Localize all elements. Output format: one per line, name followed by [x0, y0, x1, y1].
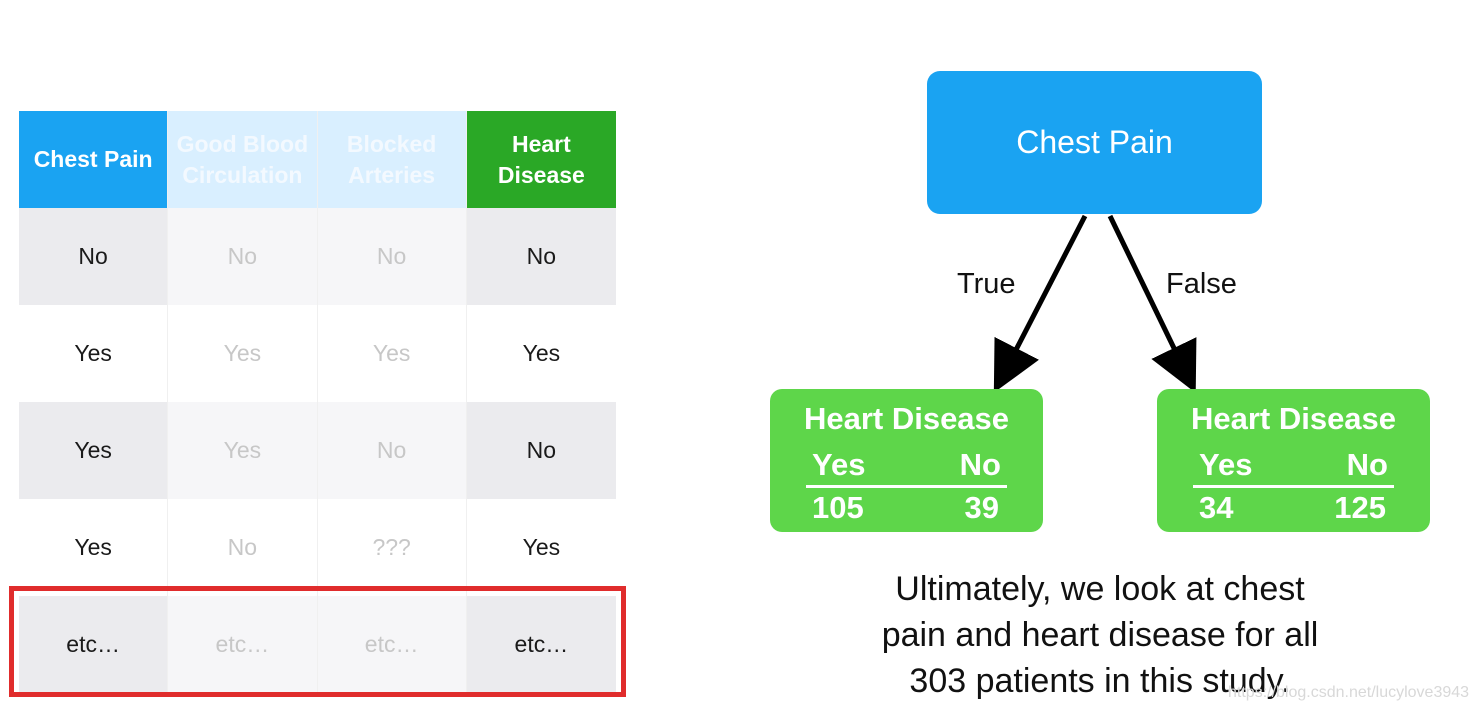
leaf-no-value: 125 — [1334, 490, 1386, 525]
edge-label-true: True — [957, 268, 1016, 300]
leaf-yes-value: 105 — [812, 490, 864, 525]
table-cell: Yes — [19, 499, 169, 596]
table-cell: etc… — [317, 596, 467, 693]
table-row: etc… etc… etc… etc… — [19, 596, 616, 693]
table-cell: Yes — [19, 402, 169, 499]
highlight-box — [9, 586, 626, 697]
table-header-row: Chest Pain Good Blood Circulation Blocke… — [19, 111, 616, 208]
data-table: Chest Pain Good Blood Circulation Blocke… — [19, 111, 616, 693]
table-cell: No — [168, 499, 318, 596]
leaf-no-label: No — [959, 447, 1001, 482]
table-cell: No — [19, 208, 169, 305]
table-cell: No — [168, 208, 318, 305]
table-cell: Yes — [168, 305, 318, 402]
root-node: Chest Pain — [927, 71, 1262, 214]
header-heart-disease: Heart Disease — [466, 111, 616, 208]
caption-line: pain and heart disease for all — [881, 616, 1319, 654]
table-cell: Yes — [168, 402, 318, 499]
leaf-divider — [1193, 485, 1394, 488]
header-blocked-arteries: Blocked Arteries — [317, 111, 467, 208]
watermark: https://blog.csdn.net/lucylove3943 — [1228, 684, 1470, 701]
table-cell: etc… — [19, 596, 169, 693]
leaf-divider — [806, 485, 1007, 488]
leaf-node-false: Heart Disease Yes No 34 125 — [1157, 389, 1430, 532]
leaf-title: Heart Disease — [803, 401, 1010, 436]
table-row: Yes Yes No No — [19, 402, 616, 499]
table-cell: No — [466, 402, 616, 499]
caption: Ultimately, we look at chest pain and he… — [840, 566, 1360, 704]
caption-line: Ultimately, we look at chest — [895, 570, 1305, 608]
header-good-blood-circulation: Good Blood Circulation — [168, 111, 318, 208]
leaf-yes-value: 34 — [1199, 490, 1234, 525]
table-cell: No — [317, 402, 467, 499]
caption-line: 303 patients in this study. — [909, 662, 1291, 700]
table-cell: ??? — [318, 499, 467, 596]
table-row: No No No No — [19, 208, 616, 305]
table-cell: Yes — [522, 340, 561, 366]
table-cell: Yes — [19, 305, 169, 402]
table-row: Yes No ??? Yes — [19, 499, 616, 596]
table-cell: No — [466, 208, 616, 305]
leaf-node-true: Heart Disease Yes No 105 39 — [770, 389, 1043, 532]
leaf-yes-label: Yes — [812, 447, 866, 482]
table-cell: Yes — [318, 305, 467, 402]
table-cell: etc… — [168, 596, 318, 693]
table-cell: etc… — [466, 596, 616, 693]
leaf-title: Heart Disease — [1190, 401, 1397, 436]
table-row: Yes Yes Yes Yes — [19, 305, 616, 402]
leaf-yes-label: Yes — [1199, 447, 1253, 482]
leaf-no-value: 39 — [964, 490, 999, 525]
leaf-no-label: No — [1346, 447, 1388, 482]
table-cell: No — [317, 208, 467, 305]
edge-label-false: False — [1166, 268, 1237, 300]
table-cell: Yes — [522, 534, 561, 560]
header-chest-pain: Chest Pain — [19, 111, 169, 208]
